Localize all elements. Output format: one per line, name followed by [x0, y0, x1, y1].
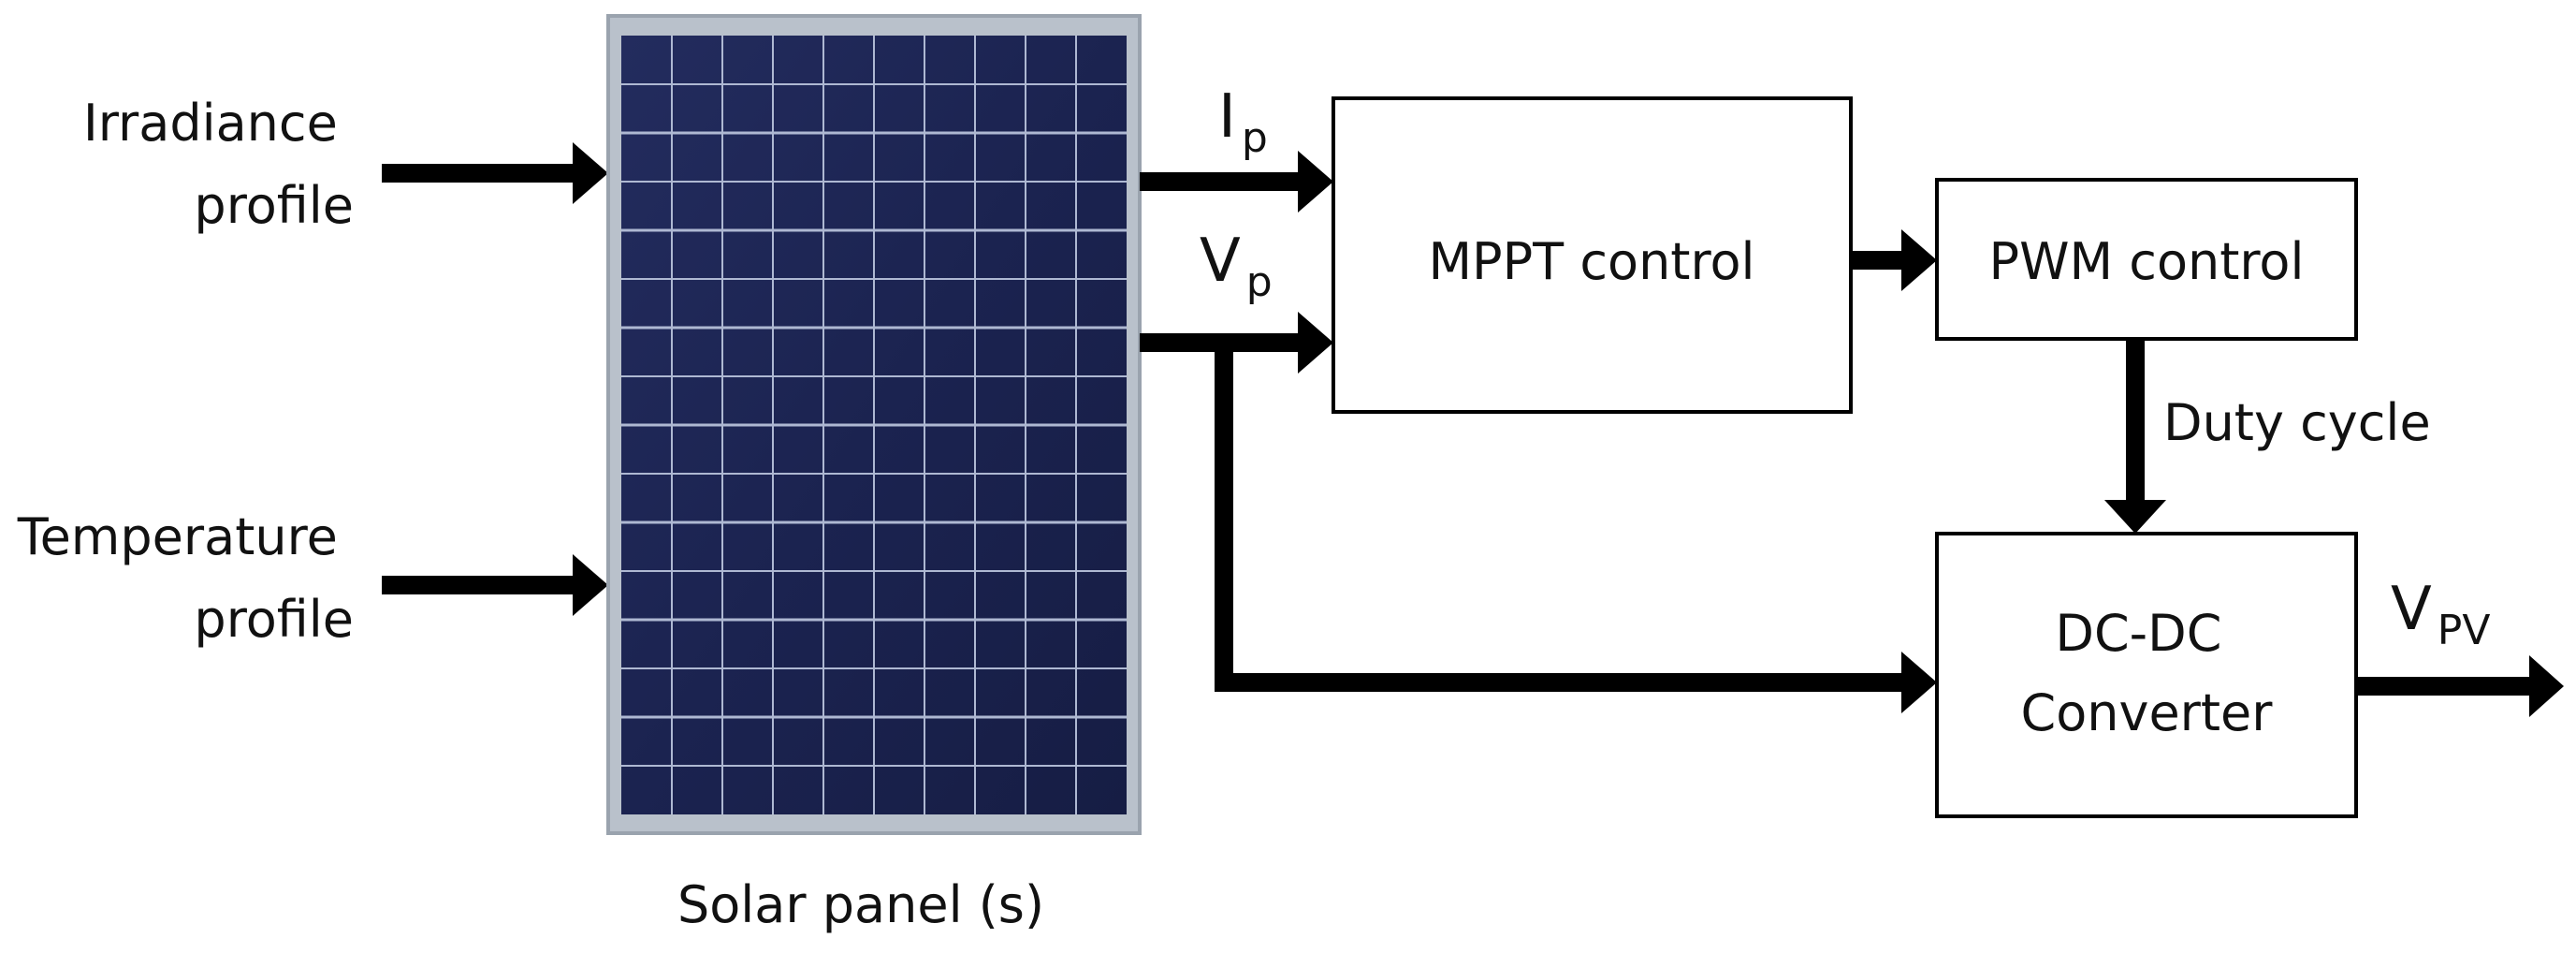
panel-grid: [621, 36, 1127, 814]
mppt-control-block: MPPT control: [1332, 96, 1853, 414]
irradiance-label: Irradiance profile: [83, 94, 354, 235]
duty-cycle-arrow: [2104, 339, 2166, 534]
current-arrow: [1140, 151, 1333, 213]
voltage-arrow: [1140, 312, 1333, 374]
irradiance-arrow: [382, 142, 608, 204]
temperature-label: Temperature profile: [17, 507, 354, 649]
output-arrow: [2356, 655, 2564, 717]
pwm-control-block: PWM control: [1935, 178, 2358, 341]
pwm-control-label: PWM control: [1989, 232, 2305, 291]
duty-cycle-label: Duty cycle: [2163, 393, 2431, 452]
dc-dc-converter-label: DC-DC Converter: [2021, 604, 2274, 742]
dc-dc-converter-block: DC-DC Converter: [1935, 532, 2358, 818]
temperature-arrow: [382, 554, 608, 616]
voltage-feed-wire: [1215, 343, 1937, 713]
mppt-to-pwm-arrow: [1851, 229, 1937, 291]
panel-caption: Solar panel (s): [677, 875, 1044, 934]
mppt-control-label: MPPT control: [1428, 232, 1754, 291]
solar-panel: [606, 14, 1142, 835]
